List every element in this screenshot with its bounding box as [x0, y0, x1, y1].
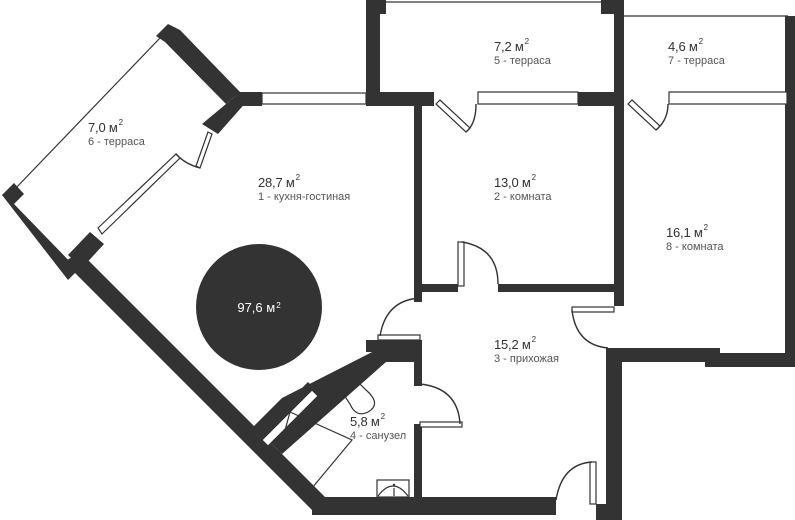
room-name: 6 - терраса: [88, 135, 145, 148]
room-8-label: 16,1 м2 8 - комната: [666, 223, 724, 254]
room-4-label: 5,8 м2 4 - санузел: [350, 412, 407, 443]
room-7-label: 4,6 м2 7 - терраса: [668, 37, 725, 68]
room-name: 3 - прихожая: [494, 352, 559, 365]
room-3-label: 15,2 м2 3 - прихожая: [494, 335, 559, 366]
room-area: 15,2 м2: [494, 335, 536, 352]
room-6-label: 7,0 м2 6 - терраса: [88, 118, 145, 149]
room-2-label: 13,0 м2 2 - комната: [494, 173, 552, 204]
room-area: 16,1 м2: [666, 223, 708, 240]
room-1-label: 28,7 м2 1 - кухня-гостиная: [258, 173, 351, 204]
room-area: 4,6 м2: [668, 37, 703, 54]
room-name: 5 - терраса: [494, 54, 551, 67]
room-area: 7,2 м2: [494, 37, 529, 54]
room-name: 7 - терраса: [668, 54, 725, 67]
doors: [366, 99, 669, 505]
room-area: 13,0 м2: [494, 173, 536, 190]
room-5-label: 7,2 м2 5 - терраса: [494, 37, 551, 68]
room-name: 4 - санузел: [350, 429, 407, 442]
room-area: 28,7 м2: [258, 173, 300, 190]
room-area: 7,0 м2: [88, 118, 123, 135]
room-name: 8 - комната: [666, 240, 724, 253]
room-name: 2 - комната: [494, 190, 552, 203]
room-area: 5,8 м2: [350, 412, 385, 429]
bathroom-walls: [250, 340, 422, 502]
exterior-walls: [64, 0, 795, 520]
terrace-6-walls: [2, 24, 248, 280]
room-name: 1 - кухня-гостиная: [258, 190, 351, 203]
total-area-value: 97,6 м: [237, 299, 276, 315]
